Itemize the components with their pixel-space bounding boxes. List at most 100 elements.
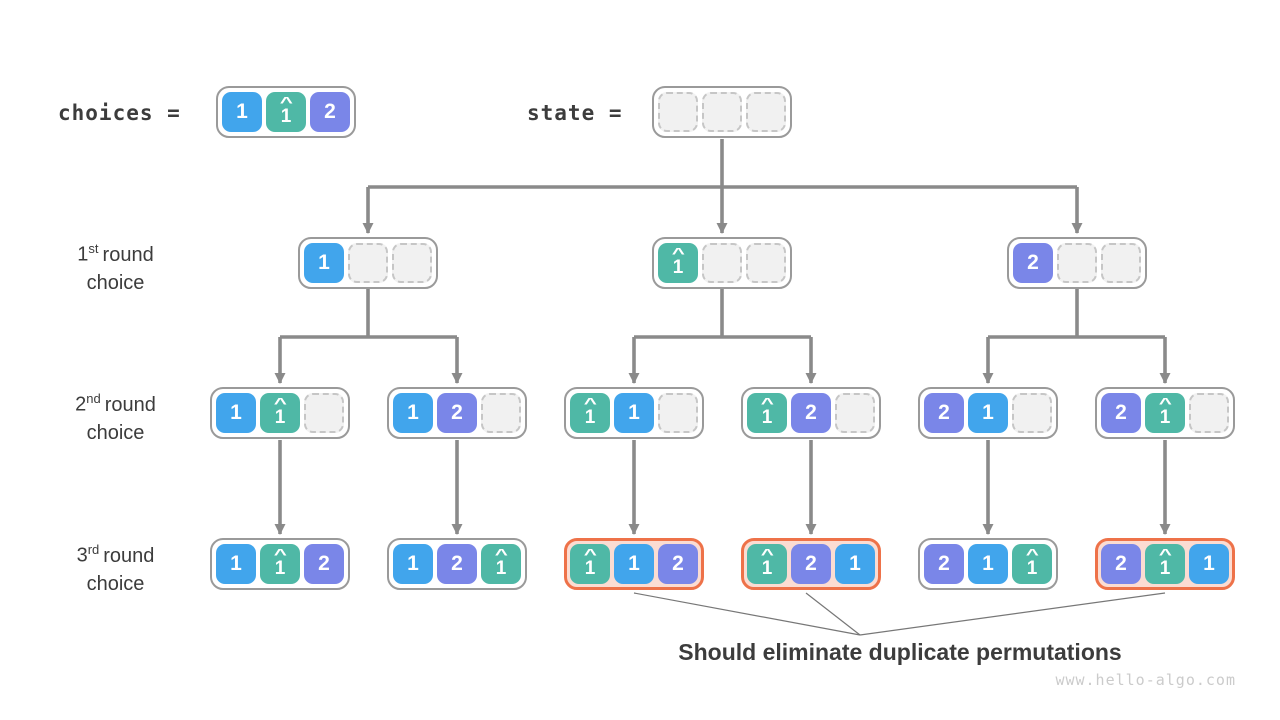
cell-2: 2	[924, 393, 964, 433]
hat-mark: ^	[273, 545, 287, 563]
cell-1-hat: ^1	[260, 393, 300, 433]
cell-digit: 1	[1026, 557, 1038, 579]
branch-connector-middle	[628, 289, 817, 384]
hat-mark: ^	[1158, 394, 1172, 412]
cell-empty	[835, 393, 875, 433]
cell-digit: 1	[761, 406, 773, 428]
level1-node-2: 2	[1007, 237, 1147, 289]
cell-1: 1	[614, 544, 654, 584]
watermark: www.hello-algo.com	[1055, 671, 1236, 689]
cell-digit: 1	[1159, 406, 1171, 428]
cell-empty	[392, 243, 432, 283]
cell-2: 2	[924, 544, 964, 584]
cell-2: 2	[1101, 544, 1141, 584]
hatted-number: ^1	[671, 244, 685, 278]
cell-2: 2	[791, 393, 831, 433]
cell-2: 2	[1013, 243, 1053, 283]
hatted-number: ^1	[760, 547, 773, 578]
cell-digit: 1	[584, 406, 596, 428]
cell-empty	[304, 393, 344, 433]
hat-mark: ^	[671, 244, 685, 262]
cell-1-hat: ^1	[570, 393, 610, 433]
cell-1-hat: ^1	[1145, 544, 1185, 584]
cell-empty	[348, 243, 388, 283]
state-label: state =	[527, 101, 623, 125]
round-word: round	[103, 544, 155, 567]
cell-empty	[702, 92, 742, 132]
level1-node-1: ^1	[652, 237, 792, 289]
hat-mark: ^	[1025, 545, 1039, 563]
cell-1-hat: ^1	[658, 243, 698, 283]
cell-empty	[1101, 243, 1141, 283]
round-ordinal-suffix: rd	[87, 542, 100, 557]
cell-1-hat: ^1	[1012, 544, 1052, 584]
hat-mark: ^	[1158, 545, 1172, 563]
cell-2: 2	[791, 544, 831, 584]
cell-1: 1	[393, 544, 433, 584]
cell-2: 2	[437, 393, 477, 433]
cell-digit: 1	[672, 256, 684, 278]
cell-1-hat: ^1	[747, 544, 787, 584]
cell-digit: 1	[274, 557, 286, 579]
cell-empty	[658, 393, 698, 433]
hatted-number: ^1	[583, 396, 596, 428]
hatted-number: ^1	[1158, 394, 1172, 428]
round-ordinal: 3	[76, 544, 88, 567]
state-array	[652, 86, 792, 138]
cell-empty	[658, 92, 698, 132]
cell-1: 1	[614, 393, 654, 433]
cell-digit: 1	[584, 557, 596, 579]
cell-1-hat: ^1	[481, 544, 521, 584]
hatted-number: ^1	[1158, 545, 1172, 579]
cell-empty	[746, 243, 786, 283]
choice-word: choice	[86, 421, 145, 444]
round-ordinal-suffix: st	[88, 241, 99, 256]
branch-connector-right	[982, 289, 1171, 384]
level2-node-5: 2^1	[1095, 387, 1235, 439]
cell-empty	[746, 92, 786, 132]
cell-digit: 1	[1159, 557, 1171, 579]
cell-1-hat: ^1	[260, 544, 300, 584]
hat-mark: ^	[279, 93, 293, 111]
cell-1-hat: ^1	[266, 92, 306, 132]
round-ordinal-suffix: nd	[86, 391, 101, 406]
cell-empty	[1012, 393, 1052, 433]
level1-node-0: 1	[298, 237, 438, 289]
duplicate-pointer-lines	[633, 592, 1166, 636]
hatted-number: ^1	[583, 547, 596, 579]
round-ordinal: 2	[75, 393, 87, 416]
cell-1-hat: ^1	[570, 544, 610, 584]
cell-1: 1	[216, 544, 256, 584]
hatted-number: ^1	[273, 545, 287, 579]
leaf-arrows	[274, 440, 1171, 535]
choices-label: choices =	[58, 101, 181, 125]
choice-word: choice	[86, 271, 145, 294]
round-ordinal: 1	[77, 243, 89, 266]
hatted-number: ^1	[760, 394, 774, 428]
hatted-number: ^1	[1025, 545, 1039, 579]
cell-1: 1	[222, 92, 262, 132]
cell-1: 1	[968, 544, 1008, 584]
cell-1: 1	[304, 243, 344, 283]
cell-digit: 1	[280, 105, 292, 127]
hat-mark: ^	[760, 394, 774, 412]
cell-empty	[481, 393, 521, 433]
hat-mark: ^	[273, 394, 287, 412]
cell-2: 2	[310, 92, 350, 132]
cell-1-hat: ^1	[1145, 393, 1185, 433]
cell-empty	[1189, 393, 1229, 433]
cell-1: 1	[216, 393, 256, 433]
